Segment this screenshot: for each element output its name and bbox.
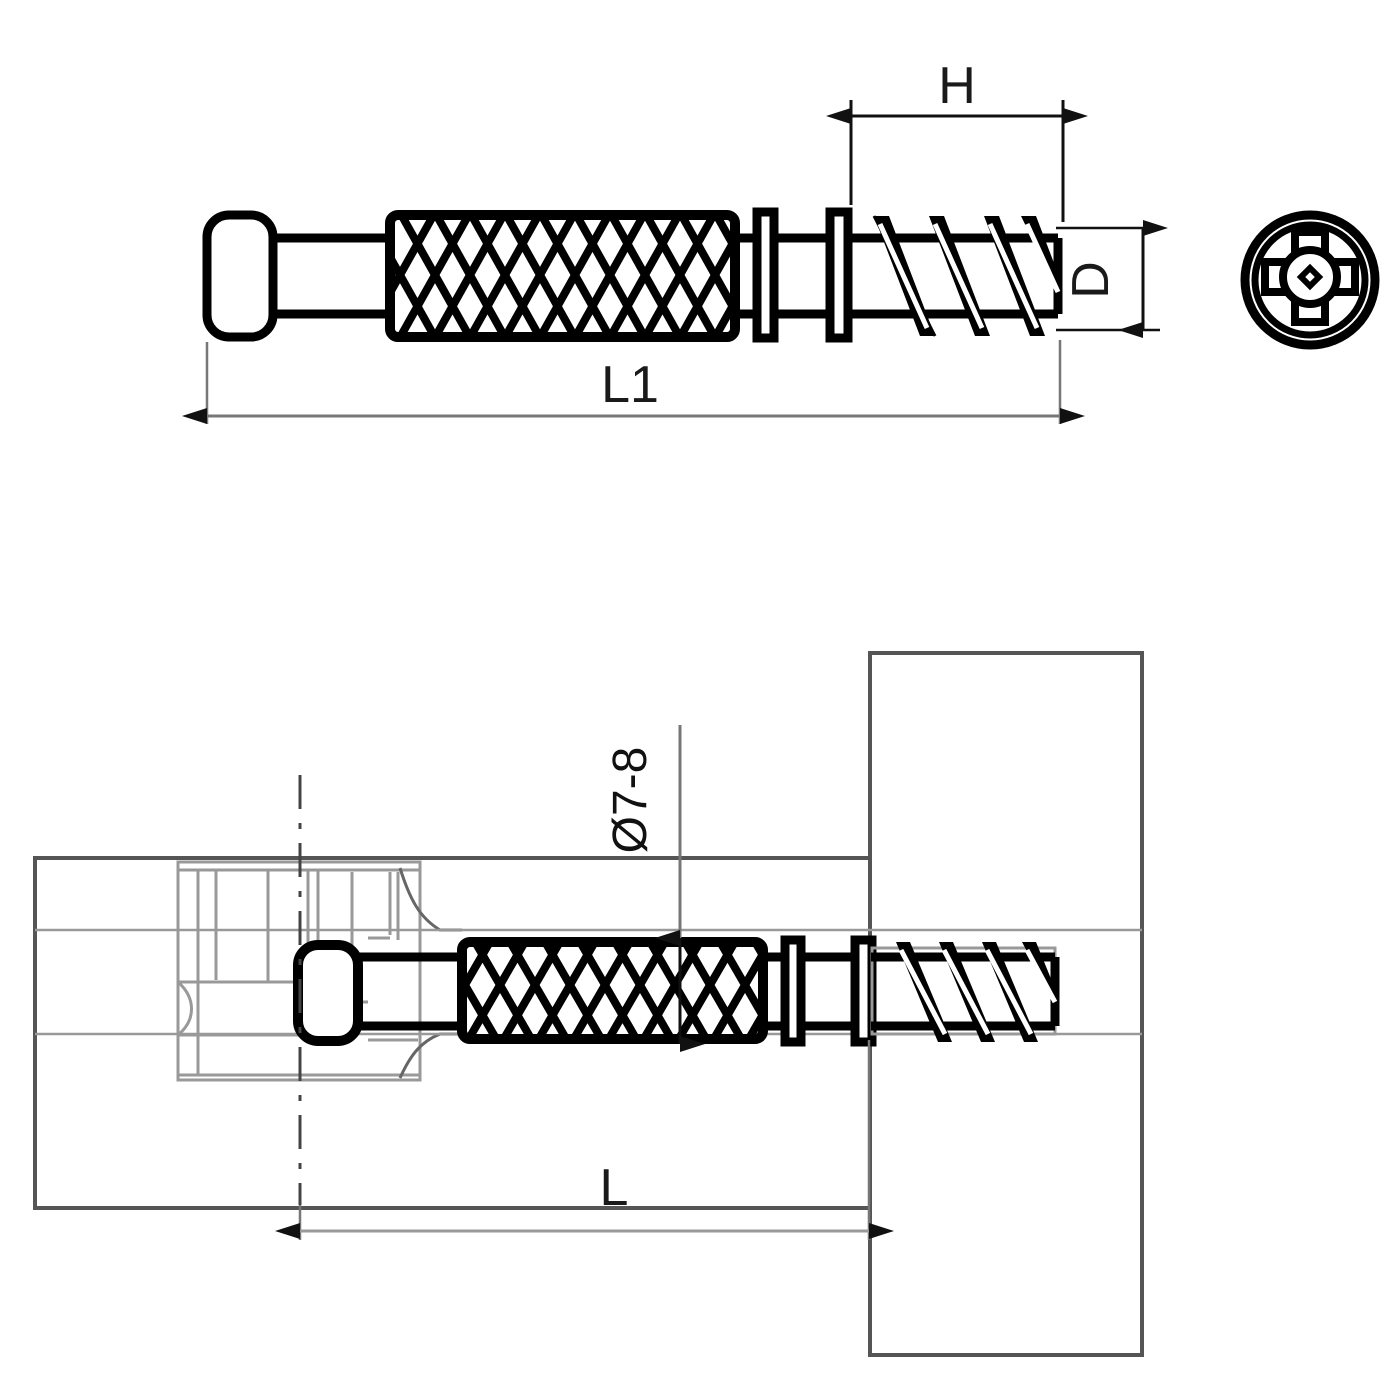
knurled-section xyxy=(385,210,740,342)
dimension-d: D xyxy=(1056,220,1168,338)
assembly-bolt-shank xyxy=(356,952,466,1031)
dimension-l1: L1 xyxy=(182,340,1085,424)
thread-inner-highlight xyxy=(877,222,1061,330)
end-view xyxy=(1240,210,1380,350)
drive-center-diamond xyxy=(1296,263,1324,291)
bolt-head xyxy=(202,210,278,342)
collar-ring-2 xyxy=(825,207,853,343)
h-dimension-label: H xyxy=(938,57,976,115)
collar-ring-1 xyxy=(752,207,779,343)
elevation-view: H D L1 xyxy=(182,57,1168,424)
assembly-bolt-head xyxy=(293,940,363,1046)
shank-segment-between-collars xyxy=(773,233,833,319)
knurl-crosshatch xyxy=(390,215,735,337)
assembly-thread-highlight xyxy=(898,948,1058,1036)
assembly-section-view: Ø7-8 L xyxy=(33,651,1144,1357)
assembly-knurl-crosshatch xyxy=(462,942,763,1039)
dimension-h: H xyxy=(826,57,1088,222)
l1-dimension-label: L1 xyxy=(601,356,659,414)
right-panel xyxy=(868,651,1144,1357)
l-dimension-label: L xyxy=(600,1159,629,1217)
dimension-l: L xyxy=(275,1040,894,1240)
bore-dimension-label: Ø7-8 xyxy=(604,747,657,854)
assembly-shank-between-collars xyxy=(800,952,858,1031)
assembly-collar-ring-1 xyxy=(780,935,806,1047)
assembly-collar-ring-2 xyxy=(850,935,877,1047)
d-dimension-label: D xyxy=(1062,261,1120,299)
dimension-bore: Ø7-8 xyxy=(604,725,705,1052)
bolt-shank xyxy=(271,233,394,319)
